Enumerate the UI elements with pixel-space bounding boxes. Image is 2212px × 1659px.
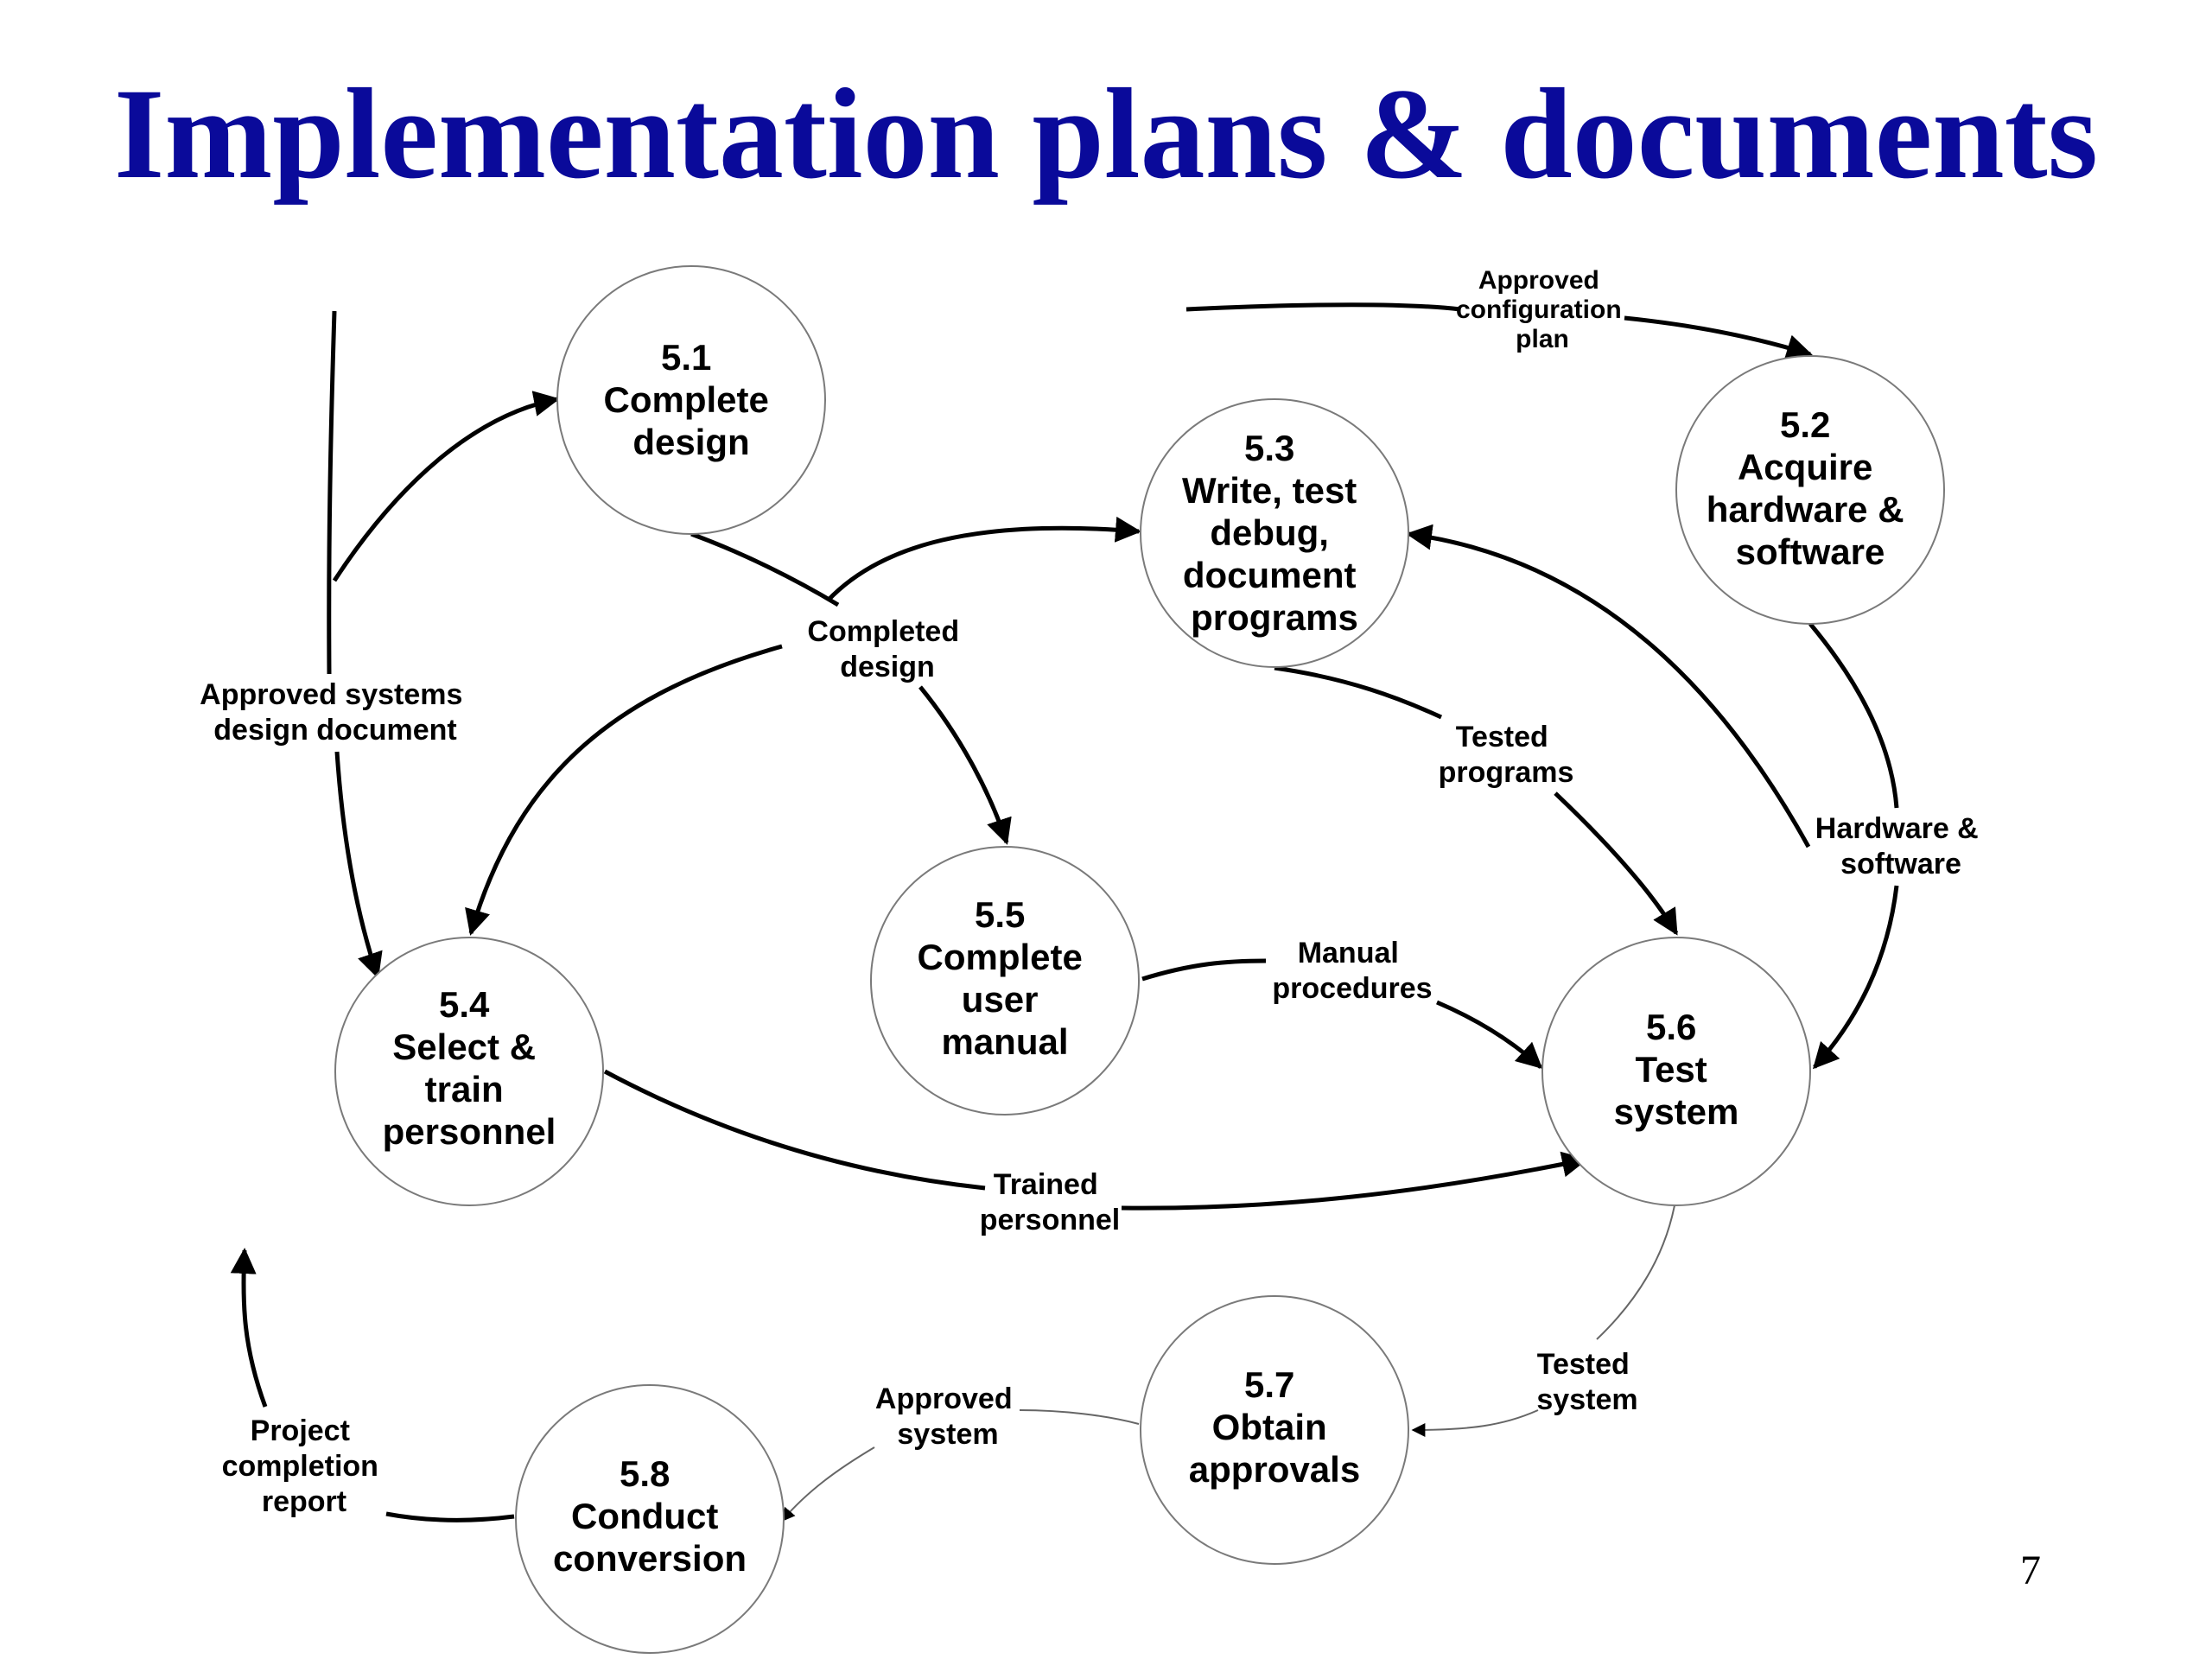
process-5-7-label: 5.7 Obtain approvals xyxy=(1189,1364,1360,1490)
process-5-3: 5.3 Write, test debug, document programs xyxy=(1140,398,1409,668)
arrow-5-3-to-tested-programs xyxy=(1274,665,1443,720)
process-5-1-label: 5.1 Complete design xyxy=(603,337,779,462)
arrow-tested-system-to-5-7 xyxy=(1411,1409,1539,1437)
process-5-6: 5.6 Test system xyxy=(1541,937,1811,1206)
process-5-5: 5.5 Complete user manual xyxy=(870,846,1140,1116)
arrow-5-5-to-manual-procedures xyxy=(1141,958,1267,982)
process-nodes: 5.1 Complete design 5.2 Acquire hardware… xyxy=(334,265,1945,1654)
page-number: 7 xyxy=(2020,1548,2041,1593)
arrow-approved-system-to-5-8 xyxy=(780,1446,875,1522)
flow-label-project-completion-report: Project completion report xyxy=(222,1414,387,1518)
flow-label-tested-system: Tested system xyxy=(1536,1348,1637,1416)
arrow-completed-design-to-5-4 xyxy=(465,644,783,936)
flow-label-manual-procedures: Manual procedures xyxy=(1272,937,1432,1005)
arrow-5-4-to-trained-personnel xyxy=(603,1069,986,1191)
arrow-manual-procedures-to-5-6 xyxy=(1436,1000,1543,1070)
process-5-8: 5.8 Conduct conversion xyxy=(515,1384,785,1654)
process-5-2: 5.2 Acquire hardware & software xyxy=(1675,355,1945,625)
process-5-8-label: 5.8 Conduct conversion xyxy=(553,1453,747,1579)
flow-labels: Approved configuration plan Approved sys… xyxy=(200,266,1986,1518)
arrow-tested-programs-to-5-6 xyxy=(1554,791,1679,936)
process-5-7: 5.7 Obtain approvals xyxy=(1140,1295,1409,1565)
flow-label-trained-personnel: Trained personnel xyxy=(980,1168,1120,1236)
thin-flow-arrows xyxy=(780,1205,1675,1522)
process-5-2-label: 5.2 Acquire hardware & software xyxy=(1707,404,1914,572)
arrow-hardware-software-to-5-3 xyxy=(1406,524,1811,849)
flow-label-completed-design: Completed design xyxy=(807,615,967,683)
process-5-6-label: 5.6 Test system xyxy=(1614,1007,1739,1132)
arrow-approved-systems-design-document-upper xyxy=(327,310,337,675)
arrow-to-complete-design xyxy=(332,391,560,582)
process-5-4: 5.4 Select & train personnel xyxy=(334,937,604,1206)
arrow-approved-systems-design-document-lower xyxy=(334,751,383,979)
arrow-5-6-to-tested-system xyxy=(1596,1205,1675,1340)
arrow-complete-design-out xyxy=(690,531,840,607)
arrow-project-completion-report xyxy=(385,1511,515,1522)
arrow-approved-configuration-plan xyxy=(1185,302,1810,354)
arrow-completed-design-to-5-3 xyxy=(826,516,1141,602)
arrow-hardware-software-to-5-6 xyxy=(1812,885,1899,1070)
process-5-3-label: 5.3 Write, test debug, document programs xyxy=(1182,428,1367,638)
arrow-project-completion-report-up xyxy=(230,1248,268,1408)
flow-label-tested-programs: Tested programs xyxy=(1439,721,1574,789)
page-title: Implementation plans & documents xyxy=(114,62,2098,206)
arrow-5-2-to-hardware-software xyxy=(1808,622,1899,809)
flow-arrows xyxy=(230,302,1899,1522)
flow-label-approved-system: Approved system xyxy=(875,1382,1020,1451)
arrow-completed-design-to-5-5 xyxy=(918,685,1012,845)
process-5-4-label: 5.4 Select & train personnel xyxy=(383,984,556,1152)
flow-label-approved-systems-design-document: Approved systems design document xyxy=(200,678,471,747)
process-5-1: 5.1 Complete design xyxy=(556,265,826,535)
flow-label-approved-configuration-plan: Approved configuration plan xyxy=(1456,266,1629,353)
process-5-5-label: 5.5 Complete user manual xyxy=(917,894,1092,1062)
flow-label-hardware-software: Hardware & software xyxy=(1815,812,1986,880)
arrow-5-7-to-approved-system xyxy=(1019,1409,1140,1425)
arrow-trained-personnel-to-5-6 xyxy=(1121,1151,1588,1211)
